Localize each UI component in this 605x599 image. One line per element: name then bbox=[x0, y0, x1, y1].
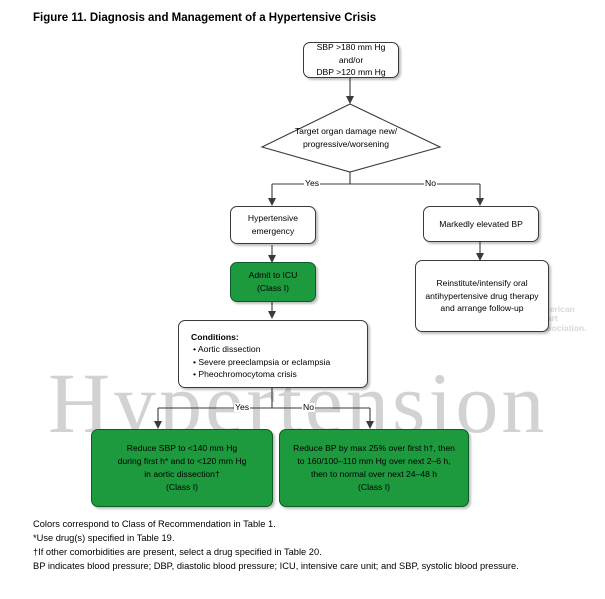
decision-text: Target organ damage new/ progressive/wor… bbox=[294, 126, 398, 149]
condition-item: Severe preeclampsia or eclampsia bbox=[198, 356, 367, 368]
oral-therapy-box: Reinstitute/intensify oral antihypertens… bbox=[415, 260, 549, 332]
markedly-elevated-bp-box: Markedly elevated BP bbox=[423, 206, 539, 242]
footnotes: Colors correspond to Class of Recommenda… bbox=[33, 518, 519, 574]
reduce-sbp-box: Reduce SBP to <140 mm Hg during first h*… bbox=[91, 429, 273, 507]
start-criteria-box: SBP >180 mm Hg and/or DBP >120 mm Hg bbox=[303, 42, 399, 78]
admit-icu-box: Admit to ICU (Class I) bbox=[230, 262, 316, 302]
conditions-box: Conditions: Aortic dissection Severe pre… bbox=[178, 320, 368, 388]
footnote-colors: Colors correspond to Class of Recommenda… bbox=[33, 519, 276, 529]
footnote-drug-table-19: *Use drug(s) specified in Table 19. bbox=[33, 532, 175, 543]
hypertensive-emergency-box: Hypertensive emergency bbox=[230, 206, 316, 244]
label-yes-organ-damage: Yes bbox=[304, 178, 321, 188]
label-yes-conditions: Yes bbox=[234, 402, 251, 412]
condition-item: Pheochromocytoma crisis bbox=[198, 368, 367, 380]
footnote-drug-table-20: †If other comorbidities are present, sel… bbox=[33, 546, 322, 557]
condition-item: Aortic dissection bbox=[198, 343, 367, 355]
conditions-list: Aortic dissection Severe preeclampsia or… bbox=[191, 343, 367, 380]
label-no-organ-damage: No bbox=[424, 178, 437, 188]
label-no-conditions: No bbox=[302, 402, 315, 412]
footnote-abbreviations: BP indicates blood pressure; DBP, diasto… bbox=[33, 560, 519, 571]
reduce-bp-box: Reduce BP by max 25% over first h†, then… bbox=[279, 429, 469, 507]
conditions-header: Conditions: bbox=[191, 332, 239, 342]
figure-title: Figure 11. Diagnosis and Management of a… bbox=[33, 12, 377, 24]
